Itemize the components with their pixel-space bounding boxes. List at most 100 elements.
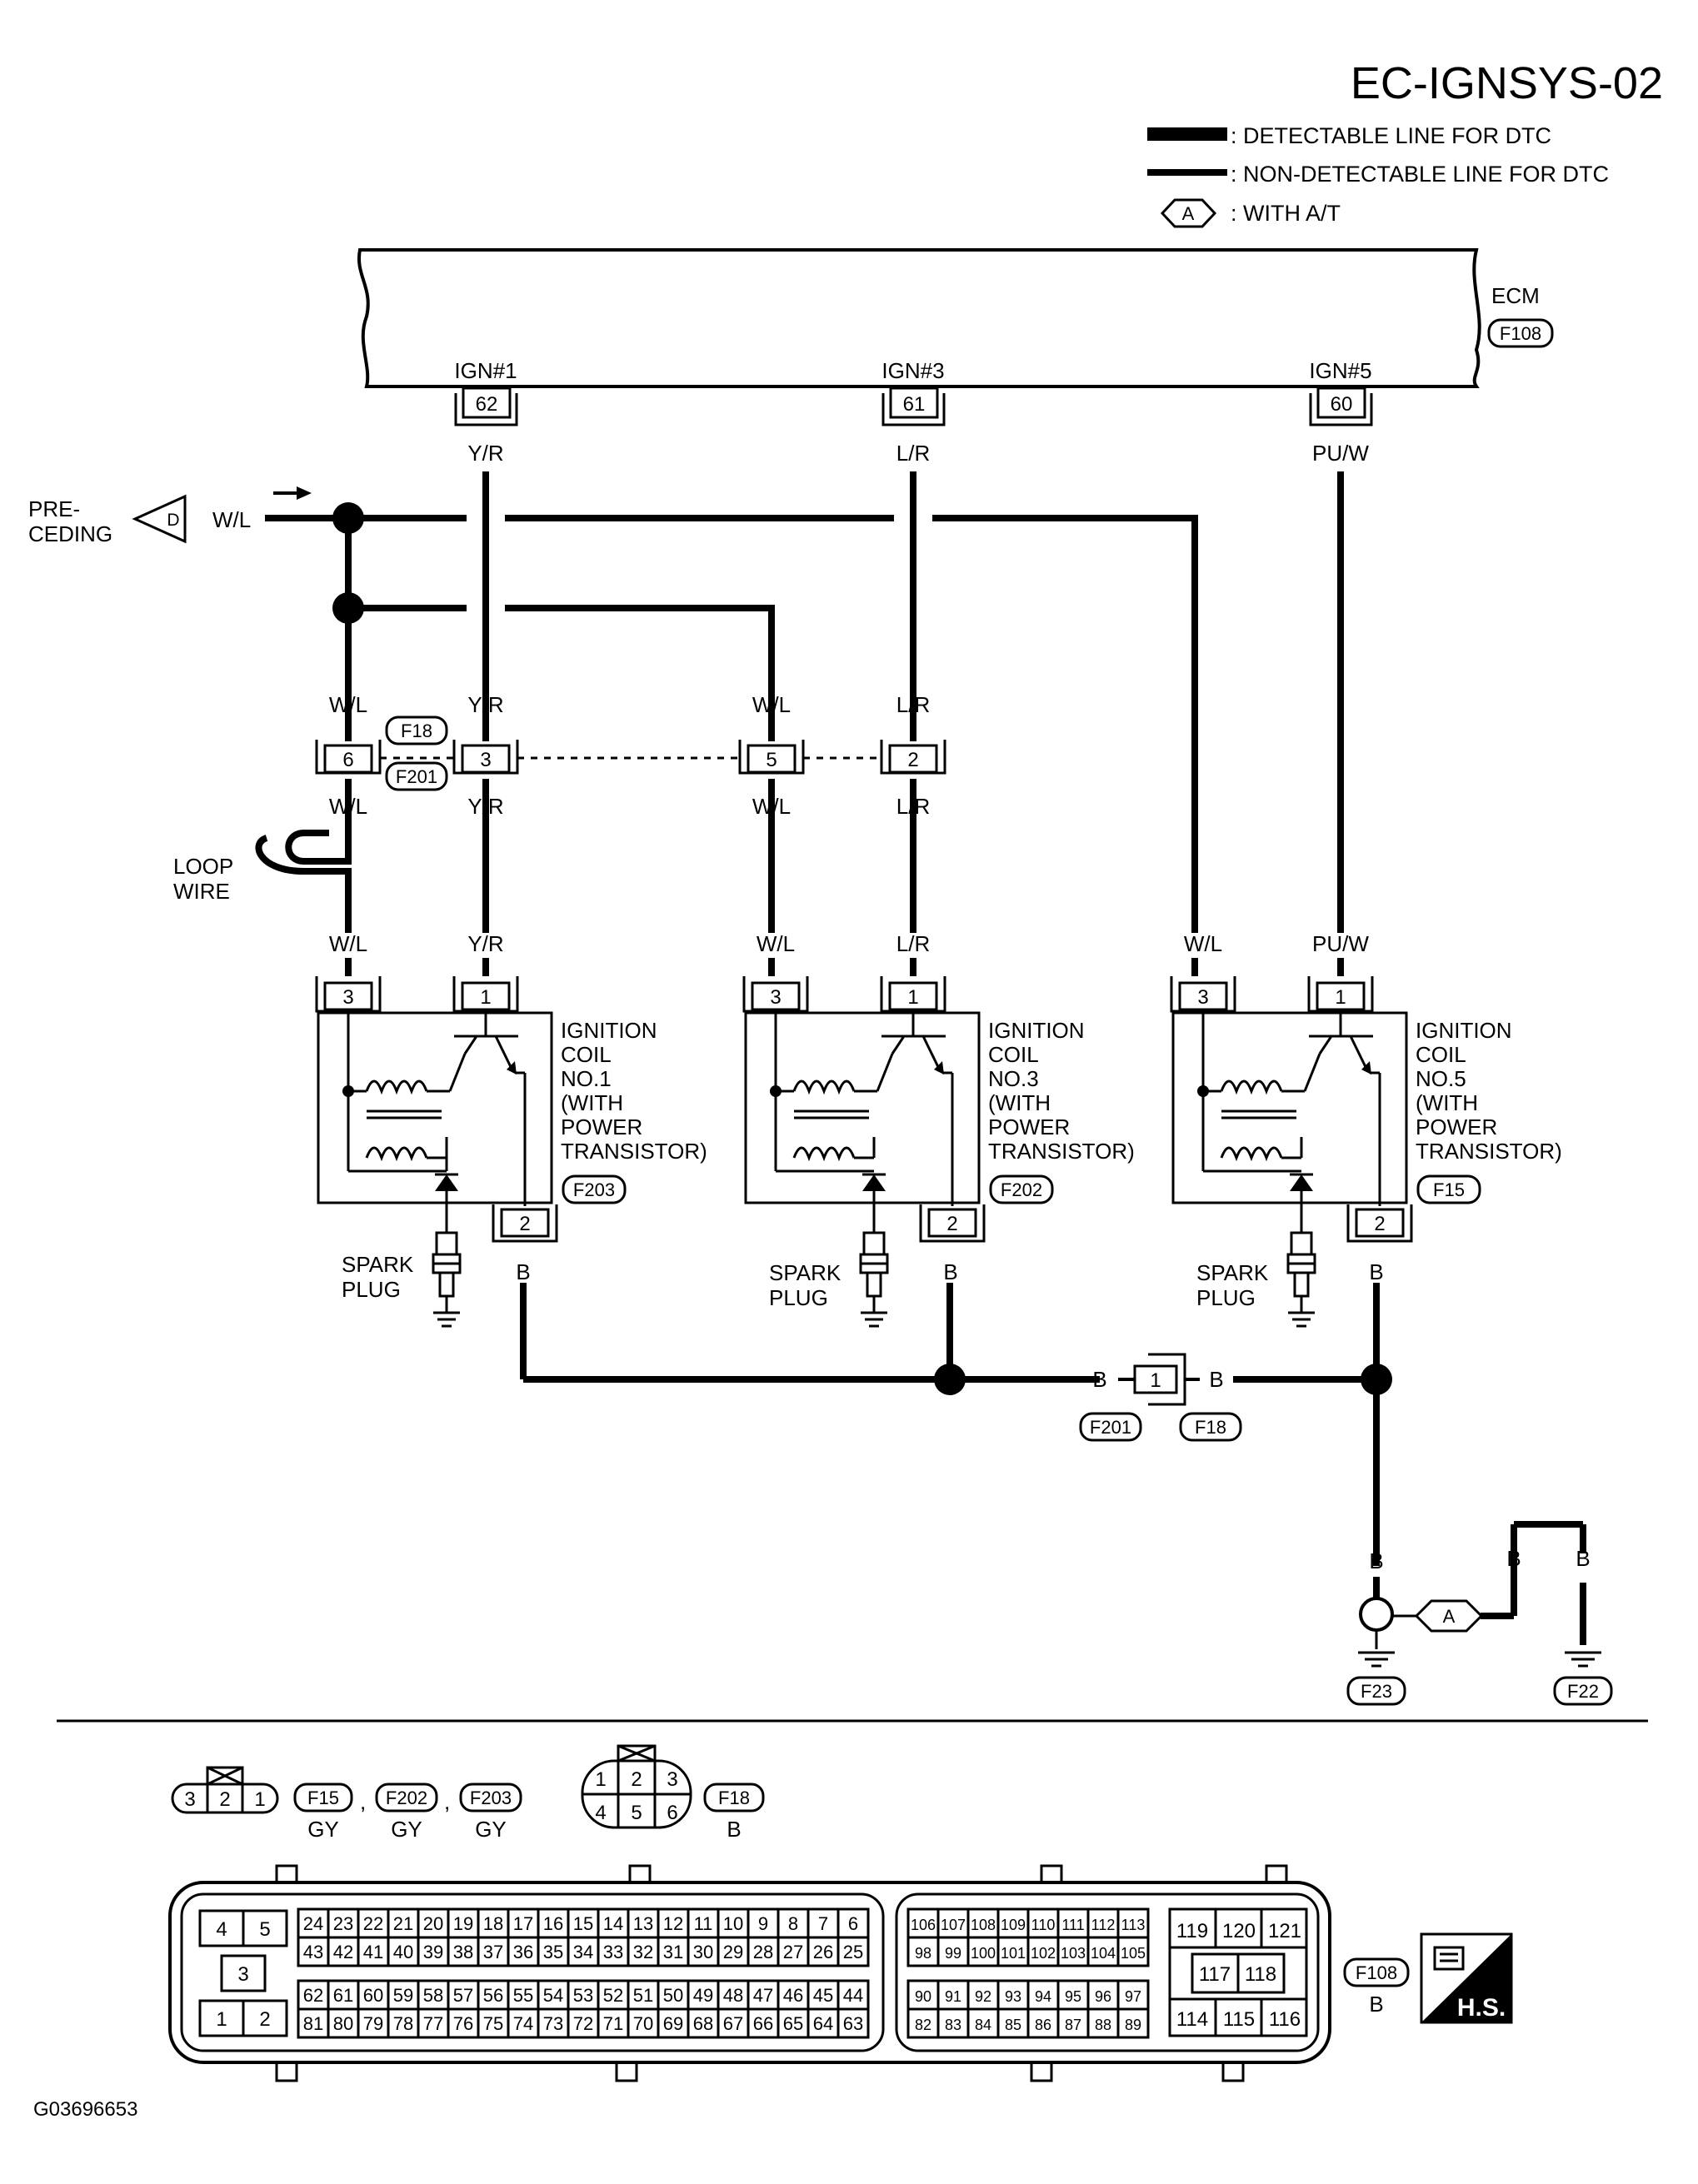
ecm-pin: 20 xyxy=(423,1913,443,1934)
ecm-pin-cell xyxy=(1116,2007,1150,2039)
ecm-pin: 8 xyxy=(788,1913,798,1934)
ecm-pin: 40 xyxy=(393,1942,413,1962)
ecm-pin: 106 xyxy=(911,1917,936,1933)
coil-name-line: IGNITION xyxy=(988,1018,1085,1043)
ecm-pin: 99 xyxy=(945,1945,961,1962)
wire-color: W/L xyxy=(329,931,367,956)
wire-color: Y/R xyxy=(467,692,503,717)
coil-name-line: POWER xyxy=(988,1114,1070,1139)
loop-wire-label-line2: WIRE xyxy=(173,879,230,904)
ecm-pin: 19 xyxy=(453,1913,473,1934)
joint-connector-badge-right xyxy=(1179,1412,1242,1442)
wire-color: W/L xyxy=(329,794,367,819)
ecm-pin: 81 xyxy=(303,2013,323,2034)
ecm-pin: 47 xyxy=(753,1985,773,2006)
ecm-pin: 24 xyxy=(303,1913,323,1934)
ecm-pin: 97 xyxy=(1125,1988,1141,2005)
secondary-winding xyxy=(1220,1146,1283,1162)
loop-wire-label-line1: LOOP xyxy=(173,854,233,879)
wire-color: B xyxy=(1369,1259,1383,1284)
ecm-pin: 56 xyxy=(483,1985,503,2006)
ecm-pin: 82 xyxy=(915,2017,931,2033)
ecm-signal-label: IGN#3 xyxy=(881,358,944,383)
junction-connector-badge-bottom xyxy=(385,761,448,791)
ecm-pin: 105 xyxy=(1121,1945,1146,1962)
ecm-pin: 6 xyxy=(848,1913,858,1934)
ecm-output-ign3: IGN#3 61 L/R xyxy=(881,358,946,466)
wire-color: W/L xyxy=(1184,931,1222,956)
loop-wire-shape xyxy=(285,830,352,865)
ecm-pin: 57 xyxy=(453,1985,473,2006)
splice-dot xyxy=(332,592,364,624)
ecm-output-ign1: IGN#1 62 Y/R xyxy=(454,358,518,466)
ecm-pin: 4 xyxy=(216,1918,227,1941)
ground-connector-id: F22 xyxy=(1567,1681,1599,1702)
ecm-pin: 117 xyxy=(1199,1963,1231,1986)
coil-name-line: COIL xyxy=(561,1042,612,1067)
ground-joint-connector: B 1 B F201 F18 xyxy=(1079,1353,1242,1442)
ecm-pin: 22 xyxy=(363,1913,383,1934)
ecm-pin: 1 xyxy=(216,2008,227,2031)
coil-pin: 3 xyxy=(770,986,781,1009)
splice-dot xyxy=(1361,1364,1392,1395)
ground-connector-badge xyxy=(1346,1676,1406,1706)
preceding-label-line2: CEDING xyxy=(28,521,112,546)
wire-color: B xyxy=(1369,1548,1383,1573)
hs-icon: H.S. xyxy=(1420,1932,1513,2024)
wire-color: B xyxy=(1506,1546,1521,1571)
connector-id: F15 xyxy=(307,1788,339,1808)
secondary-winding xyxy=(792,1146,856,1162)
ecm-pin: 70 xyxy=(633,2013,653,2034)
spark-plug-label: SPARK xyxy=(342,1252,414,1277)
ecm-pin: 3 xyxy=(237,1963,248,1986)
ecm-pin: 7 xyxy=(818,1913,828,1934)
ecm-pin: 119 xyxy=(1176,1920,1208,1942)
ecm-pin-box xyxy=(1316,386,1366,419)
coil-pin: 3 xyxy=(342,986,353,1009)
ground-connector-id: F23 xyxy=(1361,1681,1392,1702)
ecm-pin: 34 xyxy=(573,1942,593,1962)
coil-body xyxy=(744,1011,981,1204)
ecm-pin: 41 xyxy=(363,1942,383,1962)
ecm-pin: 30 xyxy=(693,1942,713,1962)
ecm-pin: 94 xyxy=(1035,1988,1051,2005)
ecm-pin: 17 xyxy=(513,1913,533,1934)
separator: , xyxy=(444,1789,450,1814)
coil-pin: 2 xyxy=(946,1213,957,1235)
primary-winding xyxy=(1220,1080,1283,1095)
ecm-pin: 5 xyxy=(259,1918,270,1941)
spark-plug-label: SPARK xyxy=(769,1260,842,1285)
coil-name-line: (WITH xyxy=(988,1090,1051,1115)
wire-color: Y/R xyxy=(467,794,503,819)
secondary-winding xyxy=(365,1146,428,1162)
ecm-signal-label: IGN#5 xyxy=(1309,358,1371,383)
coil-name-line: NO.5 xyxy=(1416,1066,1466,1091)
preceding-marker-label: D xyxy=(167,511,179,530)
splice-dot xyxy=(934,1364,966,1395)
wire-color: L/R xyxy=(896,441,930,466)
legend: : DETECTABLE LINE FOR DTC : NON-DETECTAB… xyxy=(1147,123,1609,228)
ecm-pin: 55 xyxy=(513,1985,533,2006)
ecm-pin: 28 xyxy=(753,1942,773,1962)
spark-plug-label: PLUG xyxy=(769,1285,828,1310)
ecm-pin: 61 xyxy=(333,1985,353,2006)
ground-icon xyxy=(1565,1651,1601,1668)
ecm-pin-number: 60 xyxy=(1331,393,1353,416)
coil-connector-face: 3 2 1 F15 GY , F202 GY , F203 GY xyxy=(171,1766,522,1842)
ecm-pin-cell xyxy=(837,1936,870,1967)
ground-icon xyxy=(1358,1651,1395,1668)
ecm-pin: 116 xyxy=(1269,2008,1301,2031)
ecm-pin: 35 xyxy=(543,1942,563,1962)
ecm-pin: 53 xyxy=(573,1985,593,2006)
ecm-pin-number: 61 xyxy=(903,393,926,416)
junction-pin: 3 xyxy=(480,749,491,771)
ecm-pin: 93 xyxy=(1005,1988,1021,2005)
ecm-pin: 44 xyxy=(843,1985,863,2006)
coil-name-line: TRANSISTOR) xyxy=(1416,1139,1562,1164)
joint-pin: 1 xyxy=(1150,1369,1161,1392)
connector-color: B xyxy=(1369,1992,1383,2017)
wire-color: W/L xyxy=(329,692,367,717)
ecm-pin: 111 xyxy=(1061,1917,1084,1933)
ecm-pin: 18 xyxy=(483,1913,503,1934)
